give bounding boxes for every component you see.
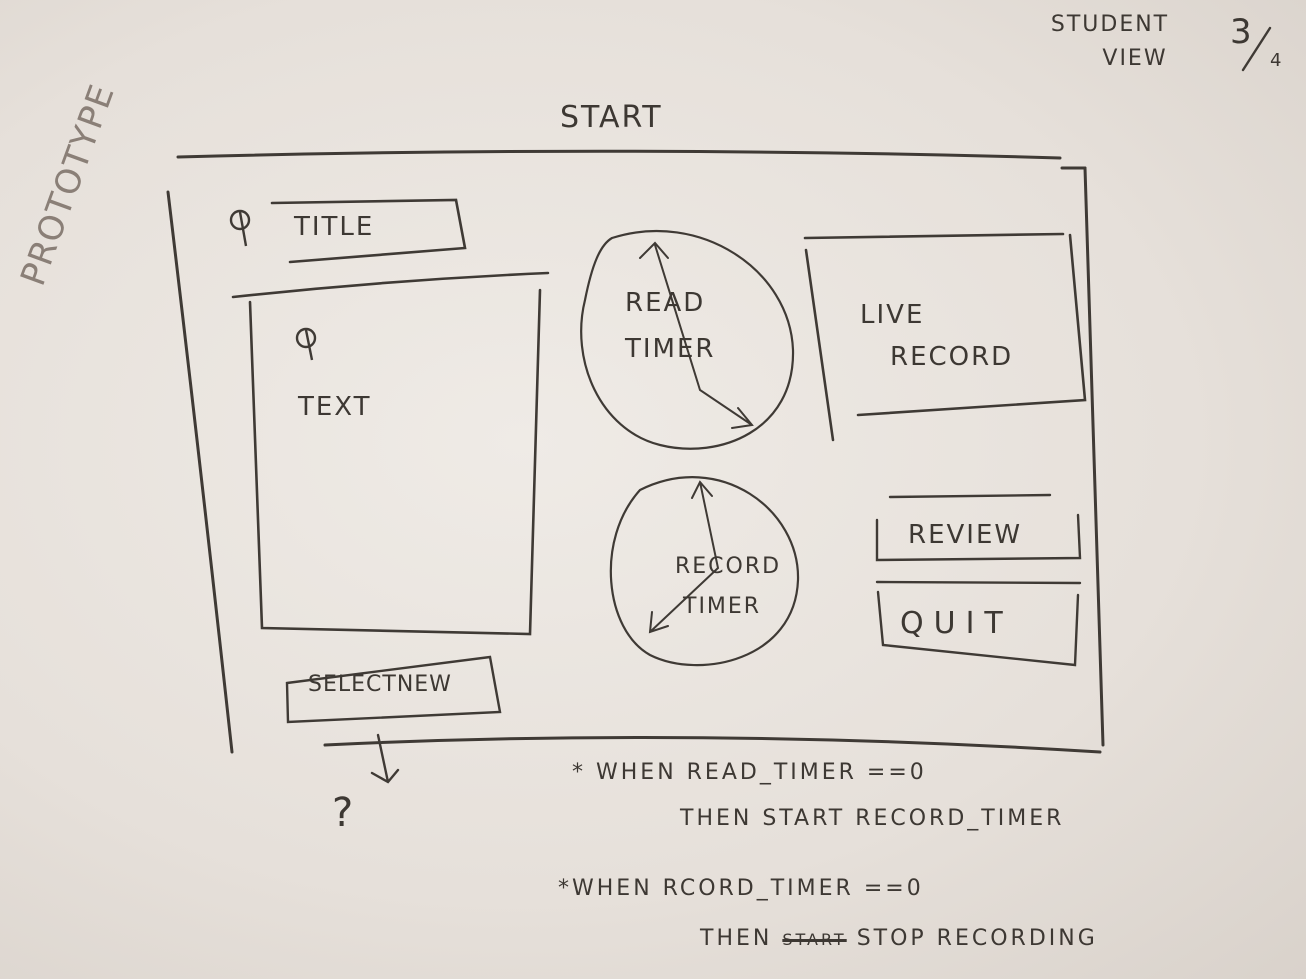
frame-bottom-edge bbox=[323, 735, 1102, 754]
title-pin-icon bbox=[229, 209, 251, 247]
title-box bbox=[270, 198, 467, 264]
record-timer: RECORD TIMER bbox=[600, 475, 800, 670]
page-title: START bbox=[560, 100, 663, 135]
read-timer-label-line1: READ bbox=[625, 288, 706, 318]
text-panel-top bbox=[231, 271, 550, 299]
frame-left-edge bbox=[166, 190, 234, 754]
select-new-button[interactable]: SELECTNEW bbox=[290, 662, 496, 718]
text-pin-icon bbox=[295, 327, 317, 361]
record-timer-circle bbox=[609, 476, 800, 667]
quit-top-line bbox=[875, 580, 1082, 585]
live-record-label-line2: RECORD bbox=[890, 342, 1014, 372]
note-2-line-2-then: THEN bbox=[700, 926, 773, 951]
quit-box bbox=[876, 590, 1080, 667]
note-2-line-1: *WHEN RCORD_TIMER ==0 bbox=[558, 876, 924, 901]
title-field-label: TITLE bbox=[294, 212, 375, 242]
note-2-line-2: THEN START STOP RECORDING bbox=[700, 926, 1098, 951]
note-1-line-2: THEN START RECORD_TIMER bbox=[680, 806, 1065, 831]
page-numerator: 3 bbox=[1230, 12, 1254, 52]
view-label-line2: VIEW bbox=[1102, 46, 1168, 71]
frame-top-edge bbox=[176, 149, 1062, 160]
quit-button-label: QUIT bbox=[900, 606, 1013, 641]
text-panel-label: TEXT bbox=[298, 392, 372, 422]
frame-right-edge bbox=[1083, 166, 1105, 747]
title-field[interactable]: TITLE bbox=[278, 206, 458, 256]
note-1-line-1: * WHEN READ_TIMER ==0 bbox=[572, 760, 927, 785]
question-mark: ? bbox=[332, 790, 354, 836]
record-timer-label-line1: RECORD bbox=[675, 554, 782, 579]
review-button[interactable]: REVIEW bbox=[878, 512, 1078, 558]
text-panel-box bbox=[248, 288, 542, 636]
note-2-line-2-struck: START bbox=[782, 930, 847, 949]
view-label: STUDENT VIEW bbox=[1025, 8, 1195, 76]
read-timer-hand bbox=[639, 241, 754, 429]
view-label-line1: STUDENT bbox=[1050, 12, 1170, 37]
live-record-label-line1: LIVE bbox=[860, 300, 925, 330]
select-new-arrow bbox=[370, 733, 400, 784]
select-new-box bbox=[285, 655, 502, 724]
text-panel[interactable]: TEXT bbox=[260, 300, 535, 630]
review-button-label: REVIEW bbox=[908, 520, 1023, 550]
page-denominator: 4 bbox=[1270, 50, 1284, 71]
review-top-line bbox=[888, 493, 1052, 499]
read-timer-label-line2: TIMER bbox=[625, 334, 716, 364]
read-timer: READ TIMER bbox=[585, 228, 795, 453]
page-fraction-slash bbox=[1241, 26, 1272, 72]
read-timer-circle bbox=[580, 229, 795, 450]
record-timer-hand bbox=[648, 480, 720, 634]
live-record-panel: LIVE RECORD bbox=[810, 240, 1082, 415]
quit-button[interactable]: QUIT bbox=[880, 592, 1078, 656]
note-2-line-2-stop: STOP RECORDING bbox=[856, 926, 1098, 951]
live-record-box-top bbox=[803, 232, 1065, 240]
record-timer-label-line2: TIMER bbox=[683, 594, 762, 619]
live-record-box bbox=[804, 233, 1087, 442]
select-new-label: SELECTNEW bbox=[308, 672, 452, 697]
review-box bbox=[875, 513, 1082, 562]
